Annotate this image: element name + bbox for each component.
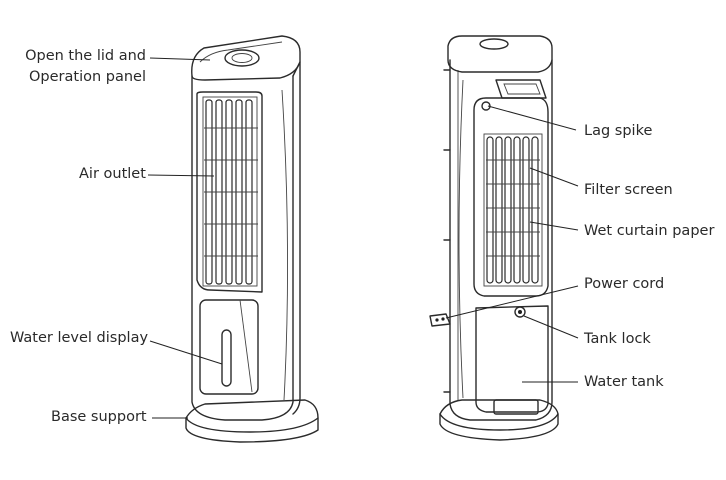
- tank-lock-center: [518, 310, 522, 314]
- label-power-cord: Power cord: [584, 276, 665, 292]
- plug-pin: [441, 317, 445, 321]
- leader-tank-lock: [523, 315, 579, 339]
- front-lid: [191, 35, 301, 81]
- label-air-outlet: Air outlet: [79, 166, 146, 182]
- tank-lock-knob: [514, 306, 526, 318]
- label-filter-screen: Filter screen: [584, 182, 673, 198]
- rear-lid-knob: [479, 38, 509, 50]
- water-tank: [475, 305, 549, 413]
- front-body-outline: [191, 75, 294, 421]
- leader-filter-screen: [529, 167, 579, 187]
- rear-body-side-curve: [458, 79, 464, 399]
- leader-lag-spike: [487, 105, 577, 131]
- water-level-reflection: [239, 299, 253, 393]
- label-water-tank: Water tank: [584, 374, 664, 390]
- water-level-window: [199, 299, 259, 395]
- front-base: [185, 417, 319, 443]
- filter-mesh: [486, 136, 540, 284]
- front-body-side-curve: [281, 89, 289, 401]
- label-lid-panel-line1: Open the lid and: [25, 48, 146, 64]
- operation-panel-knob: [224, 49, 260, 67]
- rear-base: [439, 413, 559, 441]
- front-base-top: [185, 399, 319, 433]
- rear-lid: [447, 35, 553, 73]
- label-lag-spike: Lag spike: [584, 123, 653, 139]
- leader-water-level: [149, 340, 223, 365]
- lag-spike-knob: [481, 101, 491, 111]
- label-tank-lock: Tank lock: [584, 331, 651, 347]
- power-cord-plug: [429, 313, 451, 327]
- water-tank-handle: [493, 399, 539, 415]
- air-outlet-inner: [202, 96, 258, 287]
- leader-lid: [149, 57, 211, 61]
- rear-handle: [495, 79, 547, 99]
- rear-base-top: [439, 399, 559, 431]
- air-outlet-ribs: [204, 127, 258, 257]
- label-water-level-display: Water level display: [10, 330, 149, 346]
- leader-wet-curtain: [529, 221, 579, 231]
- front-view-cooler: [185, 35, 319, 443]
- front-leaders: [147, 57, 223, 419]
- label-wet-curtain-paper: Wet curtain paper: [584, 223, 715, 239]
- front-lid-edge: [199, 41, 283, 63]
- label-lid-panel: Open the lid and Operation panel: [10, 46, 146, 88]
- rear-body-outline: [449, 59, 553, 421]
- filter-panel-frame: [473, 97, 549, 297]
- leader-power-cord: [445, 285, 579, 319]
- rear-leaders: [445, 105, 579, 383]
- filter-screen-area: [483, 133, 543, 287]
- leader-air-outlet: [147, 174, 215, 177]
- air-outlet-frame: [196, 91, 263, 293]
- water-level-gauge: [221, 329, 232, 387]
- label-base-support: Base support: [51, 409, 147, 425]
- label-lid-panel-line2: Operation panel: [29, 69, 146, 85]
- operation-panel-knob-inner: [231, 53, 253, 63]
- rear-view-cooler: [429, 35, 559, 441]
- plug-pin: [435, 318, 439, 322]
- front-body-side: [292, 61, 301, 415]
- rear-handle-inner: [503, 83, 541, 95]
